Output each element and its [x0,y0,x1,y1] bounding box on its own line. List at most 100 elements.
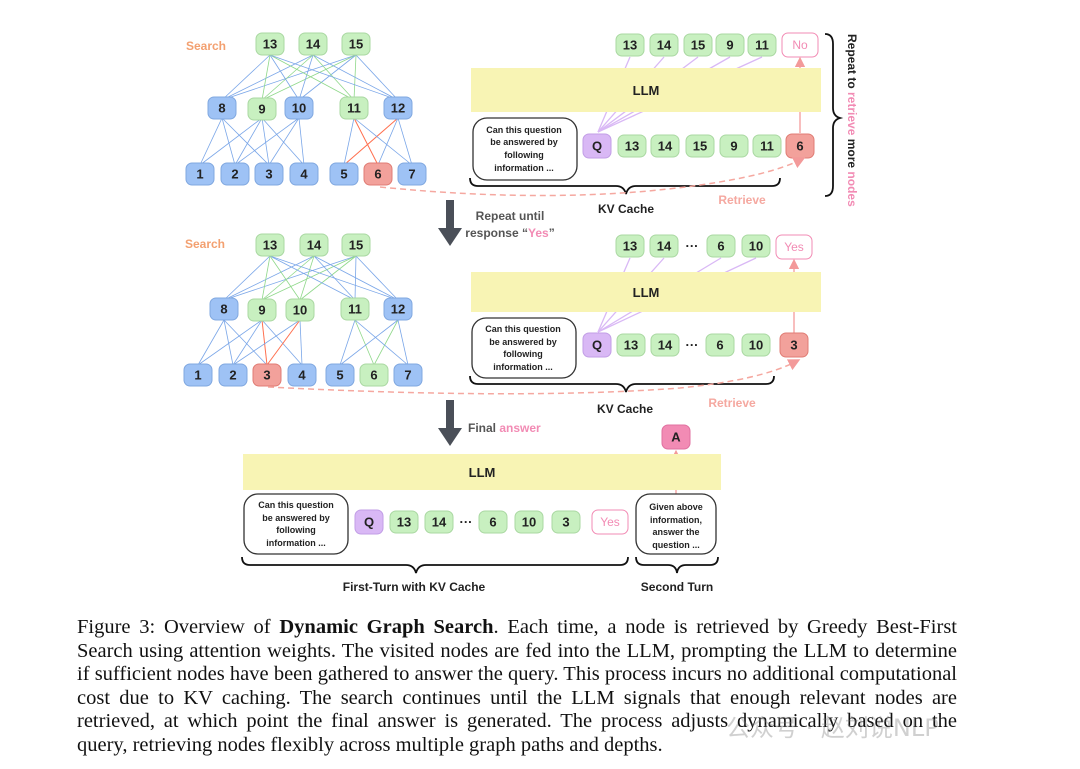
kv-token: 13 [389,510,419,534]
output-row-1: 13 14 15 9 11 No [615,32,819,58]
kv-cache-label-1: KV Cache [598,202,654,216]
tree-node-9: 9 [247,97,277,121]
tree-node-4: 4 [287,363,317,387]
svg-text:10: 10 [522,515,536,530]
final-sequence: Q 13 14 ··· 6 10 3 Yes [354,509,629,535]
query-token: Q [354,509,384,535]
output-token: 9 [715,33,745,57]
kv-sequence-1: Q 13 14 15 9 11 6 [582,133,815,159]
kv-token: 6 [705,333,735,357]
tree-node-2: 2 [218,363,248,387]
kv-token: 10 [514,510,544,534]
kv-token: 11 [752,134,782,158]
svg-text:5: 5 [336,368,343,383]
svg-text:Can this question: Can this question [486,125,562,135]
tree-node-3: 3 [254,162,284,186]
svg-text:following: following [504,150,544,160]
svg-text:Q: Q [592,139,602,154]
svg-text:No: No [792,38,808,52]
llm-bar-1 [471,68,821,112]
tree-node-10: 10 [285,298,315,322]
retrieve-path-2 [267,359,801,395]
prompt-bubble-3: Can this question be answered by followi… [243,493,349,555]
svg-text:be answered by: be answered by [490,137,558,147]
caption-body: . Each time, a node is retrieved by Gree… [77,616,957,756]
svg-text:1: 1 [194,368,201,383]
prompt-bubble-2: Can this question be answered by followi… [471,317,577,379]
svg-text:10: 10 [292,101,306,116]
svg-text:11: 11 [347,101,361,116]
retrieve-path-1 [379,157,806,197]
tree-node-8: 8 [207,96,237,120]
llm-label-1: LLM [633,83,660,98]
svg-text:9: 9 [258,303,265,318]
svg-text:A: A [671,430,681,445]
kv-token: 13 [616,333,646,357]
tree-node-8: 8 [209,297,239,321]
kv-cache-label-2: KV Cache [597,402,653,416]
svg-text:10: 10 [749,239,763,254]
output-token: 10 [741,234,771,258]
ellipsis: ··· [686,239,699,254]
svg-text:12: 12 [391,302,405,317]
second-turn-bubble: Given above information, answer the ques… [635,493,717,555]
svg-text:7: 7 [404,368,411,383]
tree-node-7: 7 [393,363,423,387]
svg-text:Q: Q [592,338,602,353]
svg-text:6: 6 [796,139,803,154]
svg-text:14: 14 [307,238,322,253]
figure-caption: Figure 3: Overview of Dynamic Graph Sear… [77,616,957,758]
svg-text:4: 4 [300,167,308,182]
svg-text:12: 12 [391,101,405,116]
svg-text:3: 3 [263,368,270,383]
ellipsis: ··· [460,515,473,530]
tree-node-13: 13 [255,32,285,56]
svg-text:6: 6 [717,239,724,254]
tree-node-12: 12 [383,96,413,120]
tree-node-5: 5 [329,162,359,186]
svg-text:13: 13 [397,515,411,530]
svg-text:14: 14 [432,515,447,530]
output-token: 14 [649,33,679,57]
tree-node-15: 15 [341,233,371,257]
svg-text:14: 14 [657,38,672,53]
svg-text:Given above: Given above [649,502,703,512]
svg-text:13: 13 [625,139,639,154]
kv-token: 10 [741,333,771,357]
svg-text:Yes: Yes [784,240,804,254]
svg-text:Can this question: Can this question [258,500,334,510]
kv-token: 6 [478,510,508,534]
first-turn-brace [241,556,629,574]
kv-token: 9 [719,134,749,158]
tree-node-6: 6 [359,363,389,387]
llm-label-2: LLM [633,285,660,300]
dynamic-graph-search-diagram: Search [183,32,859,594]
svg-text:6: 6 [716,338,723,353]
kv-token: 14 [424,510,454,534]
tree-node-15: 15 [341,32,371,56]
tree-2: 13 14 15 8 9 10 11 12 1 2 3 4 5 6 7 [183,233,423,387]
search-label-2: Search [185,237,225,251]
svg-text:13: 13 [263,37,277,52]
svg-text:11: 11 [760,139,774,154]
svg-text:4: 4 [298,368,306,383]
svg-text:1: 1 [196,167,203,182]
svg-text:information ...: information ... [494,163,554,173]
svg-text:2: 2 [231,167,238,182]
output-token: 15 [683,33,713,57]
svg-text:13: 13 [623,38,637,53]
svg-text:3: 3 [562,515,569,530]
svg-text:8: 8 [218,101,225,116]
first-turn-label: First-Turn with KV Cache [343,580,486,594]
svg-text:be answered by: be answered by [262,513,330,523]
retrieve-label-2: Retrieve [708,396,756,410]
query-token: Q [582,332,612,358]
svg-text:following: following [503,349,543,359]
second-turn-brace [635,556,719,574]
svg-text:9: 9 [730,139,737,154]
tree-node-12: 12 [383,297,413,321]
output-token: 13 [615,33,645,57]
repeat-until-line1: Repeat until [476,209,545,223]
caption-prefix: Figure 3: Overview of [77,616,280,638]
repeat-until-line2: response “Yes” [465,226,554,240]
